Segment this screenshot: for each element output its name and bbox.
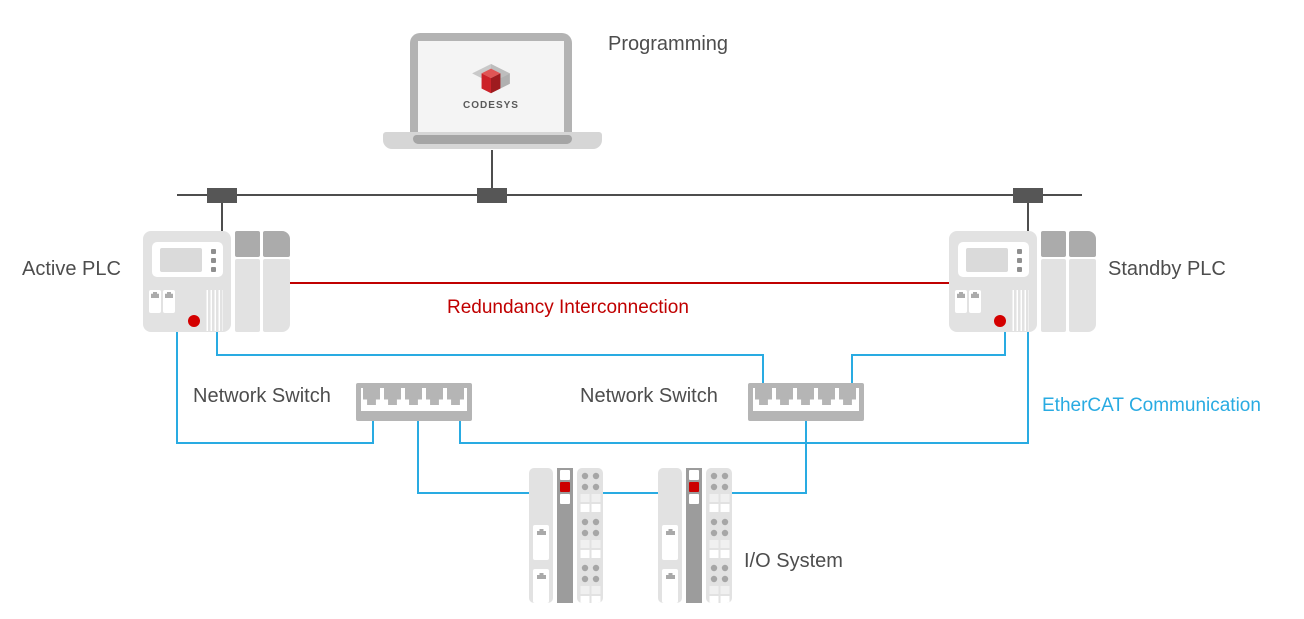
plc-io-module (1069, 231, 1096, 332)
plc-vents (1010, 290, 1029, 331)
plc-display (958, 242, 1029, 277)
active-plc-icon (143, 231, 290, 332)
network-switch-icon (748, 383, 864, 421)
bus-connector-icon (207, 188, 1043, 203)
plc-main-unit (143, 231, 231, 332)
plc-buttons (1017, 249, 1022, 272)
ethernet-port-icon (955, 290, 967, 313)
programming-label: Programming (608, 33, 729, 55)
ethercat-communication-label: EtherCAT Communication (1042, 395, 1261, 416)
codesys-logo-text: CODESYS (463, 100, 519, 111)
laptop-display: CODESYS (418, 41, 564, 133)
plc-io-module (235, 231, 260, 332)
laptop-keyboard-recess (413, 135, 572, 144)
plc-display (152, 242, 223, 277)
switch-port-row (753, 388, 859, 411)
io-module-icon (529, 468, 603, 603)
standby-plc-label: Standby PLC (1108, 258, 1226, 280)
plc-screen (160, 248, 202, 272)
plc-main-unit (949, 231, 1037, 332)
redundancy-interconnection-label: Redundancy Interconnection (447, 297, 689, 318)
ethernet-bus-line (177, 150, 1082, 232)
ethercat-lines (176, 330, 1029, 494)
switch-port-row (361, 388, 467, 411)
laptop-screen: CODESYS (410, 33, 572, 133)
ethernet-port-icon (149, 290, 161, 313)
ethernet-port-icon (163, 290, 175, 313)
plc-io-module (1041, 231, 1066, 332)
status-led-icon (994, 315, 1006, 327)
codesys-cube-icon (472, 63, 510, 94)
status-led-icon (188, 315, 200, 327)
plc-screen (966, 248, 1008, 272)
plc-io-module (263, 231, 290, 332)
io-module-icon (658, 468, 732, 603)
network-switch-right-label: Network Switch (580, 385, 718, 407)
active-plc-label: Active PLC (22, 258, 121, 280)
plc-vents (204, 290, 223, 331)
plc-buttons (211, 249, 216, 272)
laptop-base (383, 132, 602, 149)
network-switch-left-label: Network Switch (193, 385, 331, 407)
standby-plc-icon (949, 231, 1096, 332)
network-switch-icon (356, 383, 472, 421)
io-system-label: I/O System (744, 550, 843, 572)
ethernet-port-icon (969, 290, 981, 313)
